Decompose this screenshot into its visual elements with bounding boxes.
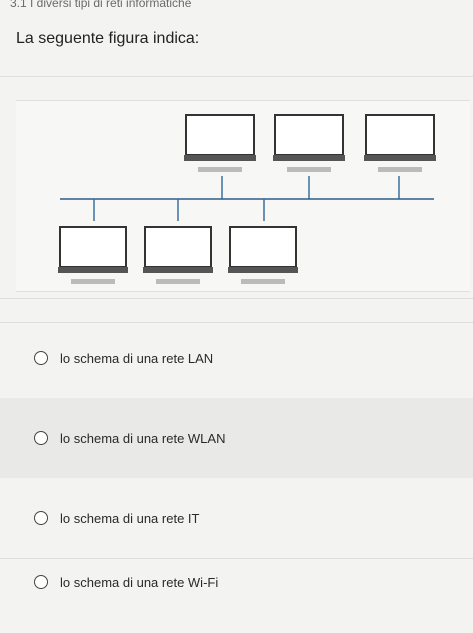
computer-icon	[228, 226, 298, 284]
question-text: La seguente figura indica:	[16, 30, 200, 47]
answer-option-wifi[interactable]: lo schema di una rete Wi-Fi	[0, 542, 473, 622]
answer-option-label: lo schema di una rete Wi-Fi	[60, 574, 219, 590]
divider	[0, 76, 473, 77]
computer-icon	[364, 114, 436, 172]
network-diagram-svg	[58, 114, 436, 284]
computer-icon	[184, 114, 256, 172]
breadcrumb: 3.1 I diversi tipi di reti informatiche	[10, 0, 192, 10]
computer-icon	[273, 114, 345, 172]
answer-option-label: lo schema di una rete WLAN	[60, 430, 226, 446]
answer-option-label: lo schema di una rete LAN	[60, 350, 214, 366]
divider	[0, 298, 473, 299]
network-diagram	[16, 100, 470, 292]
radio-button[interactable]	[34, 351, 48, 365]
answer-option-it[interactable]: lo schema di una rete IT	[0, 478, 473, 558]
radio-button[interactable]	[34, 511, 48, 525]
answer-option-label: lo schema di una rete IT	[60, 510, 200, 526]
computer-icon	[143, 226, 213, 284]
divider	[0, 558, 473, 559]
radio-button[interactable]	[34, 575, 48, 589]
computer-icon	[58, 226, 128, 284]
answer-option-lan[interactable]: lo schema di una rete LAN	[0, 318, 473, 398]
answer-option-wlan[interactable]: lo schema di una rete WLAN	[0, 398, 473, 478]
divider	[0, 322, 473, 323]
radio-button[interactable]	[34, 431, 48, 445]
